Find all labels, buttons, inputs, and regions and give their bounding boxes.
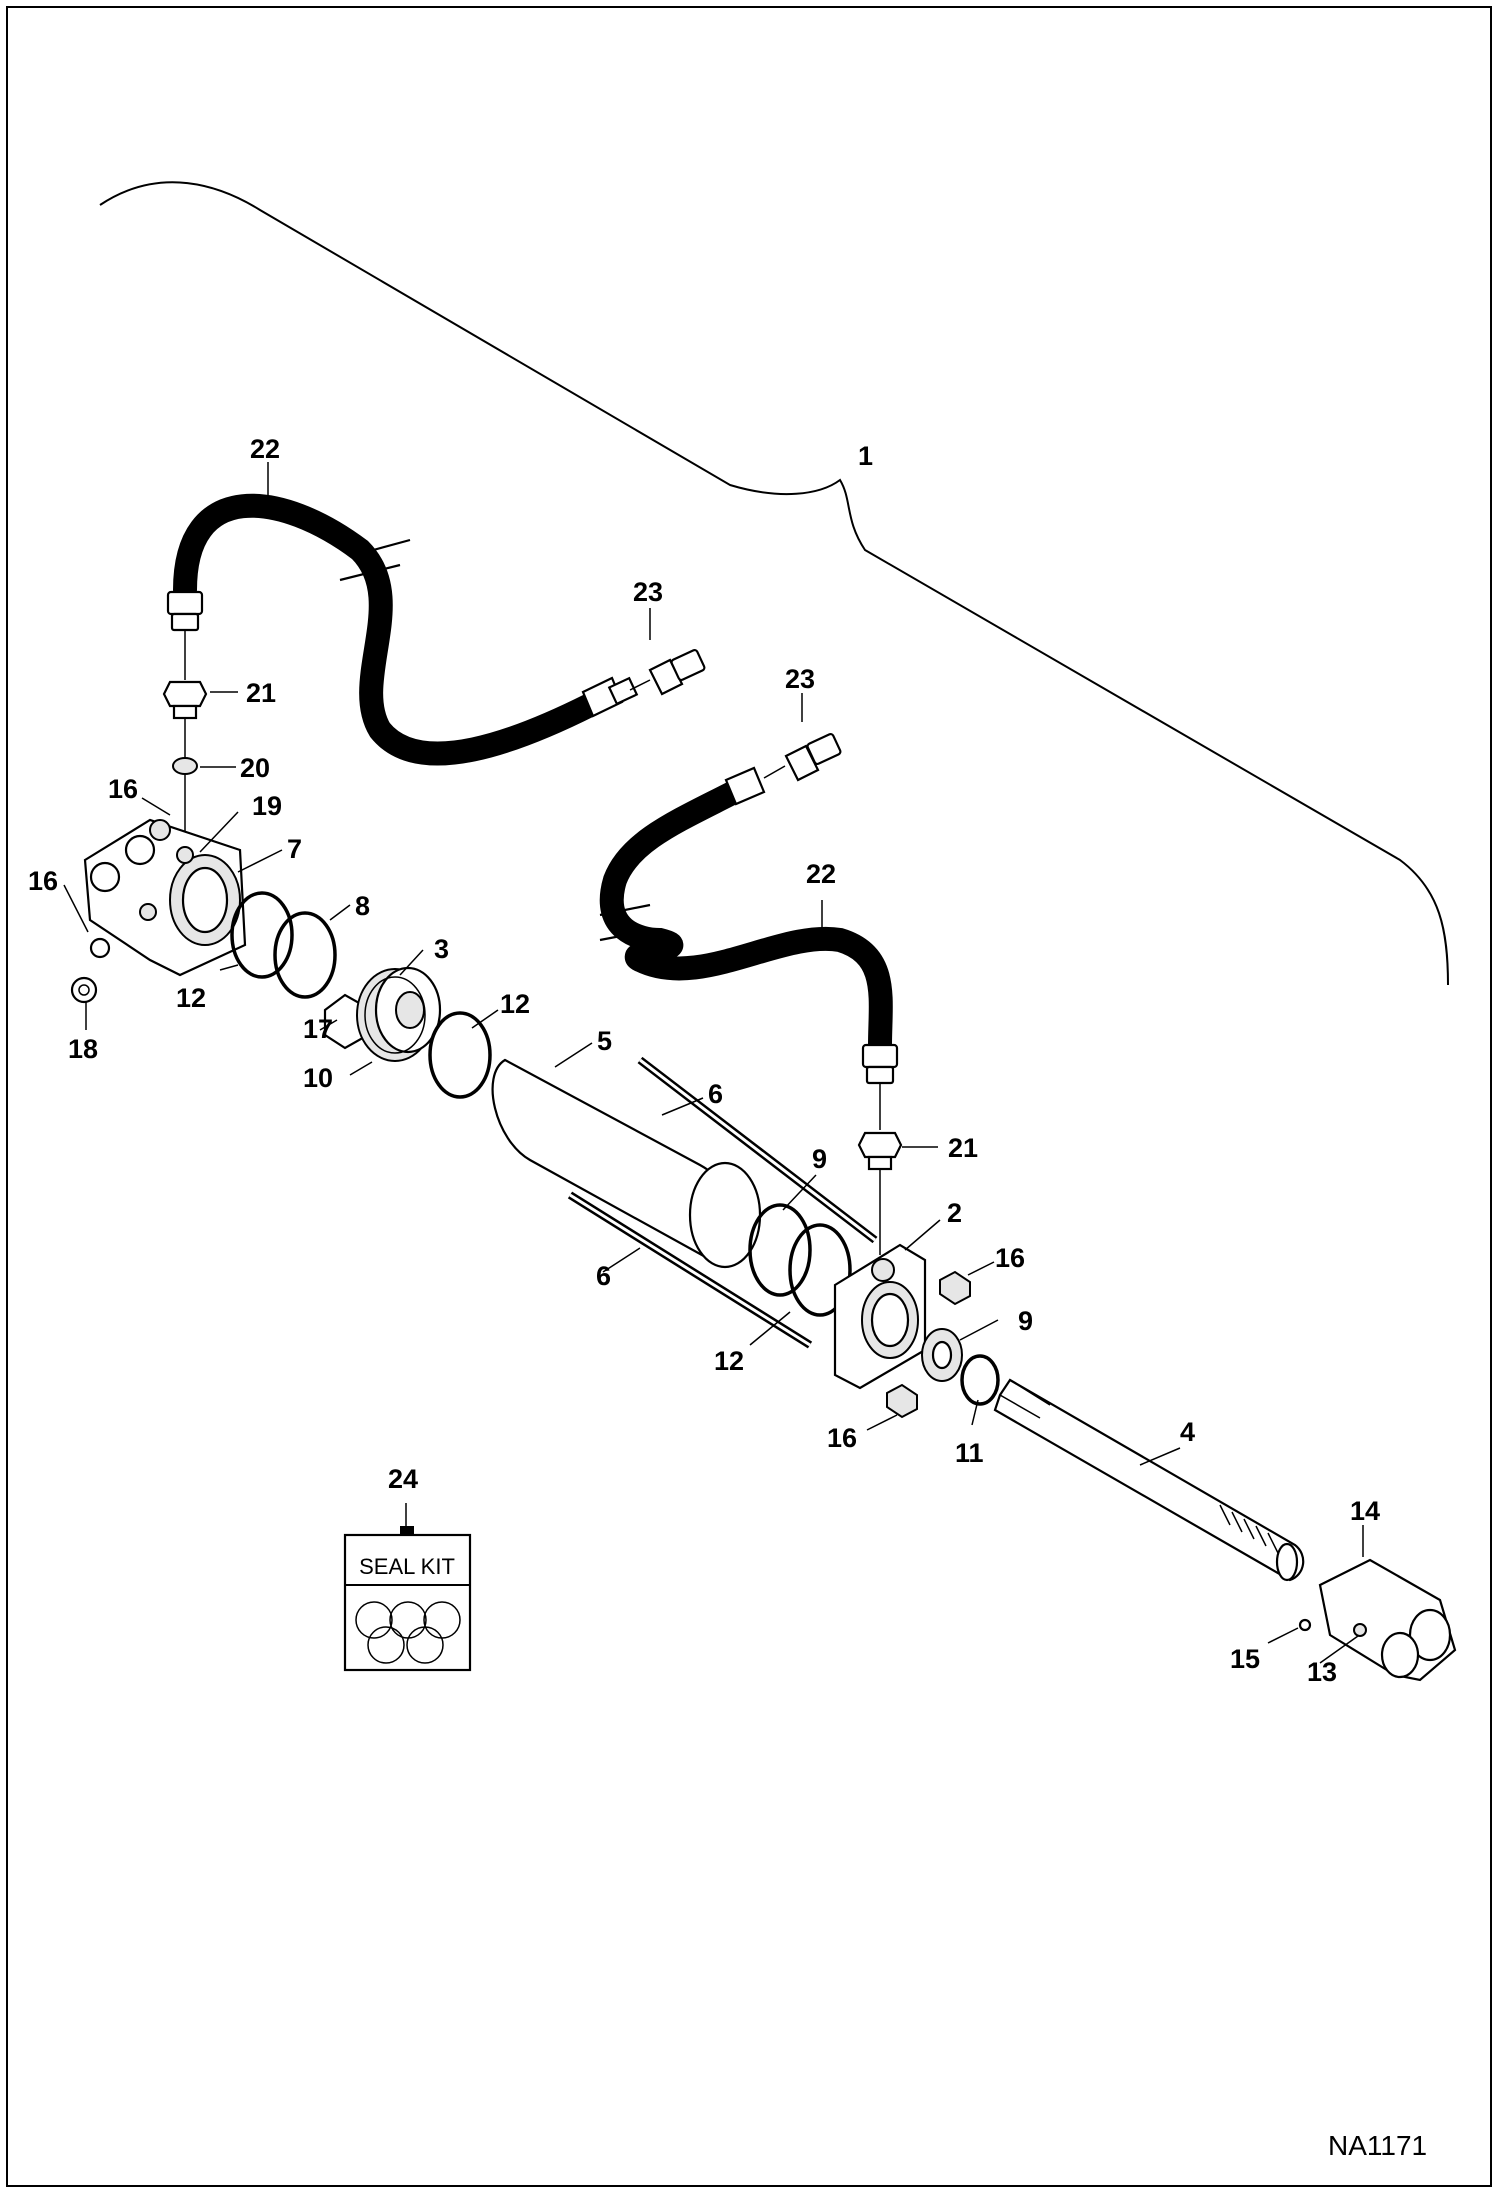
grease-fitting-15 xyxy=(1298,1618,1312,1632)
nut-16-upper-right xyxy=(939,1270,971,1306)
assembly-brace xyxy=(99,181,1449,986)
callout-15: 15 xyxy=(1230,1644,1260,1674)
callout-9: 9 xyxy=(812,1144,827,1174)
callout-4: 4 xyxy=(1180,1417,1195,1447)
callout-16: 16 xyxy=(108,774,138,804)
tie-rod-6-upper xyxy=(637,1056,878,1244)
o-ring-12-left xyxy=(230,891,294,979)
callout-12: 12 xyxy=(714,1346,744,1376)
fitting-18 xyxy=(70,976,98,1004)
callout-12: 12 xyxy=(500,989,530,1019)
callout-9: 9 xyxy=(1018,1306,1033,1336)
fitting-21-upper xyxy=(162,630,208,840)
callout-20: 20 xyxy=(240,753,270,783)
drawing-frame xyxy=(6,6,1492,2187)
seal-kit-box: SEAL KIT xyxy=(343,1526,472,1672)
callout-10: 10 xyxy=(303,1063,333,1093)
callout-labels: 1 22 23 23 21 20 16 19 7 16 8 3 18 12 17… xyxy=(28,434,1380,1687)
seal-20 xyxy=(172,757,198,775)
callout-17: 17 xyxy=(303,1014,333,1044)
o-ring-12-middle xyxy=(428,1011,492,1099)
hydraulic-hose-lower xyxy=(599,766,899,1085)
callout-6: 6 xyxy=(708,1079,723,1109)
callout-16: 16 xyxy=(827,1423,857,1453)
callout-16: 16 xyxy=(995,1243,1025,1273)
callout-22: 22 xyxy=(250,434,280,464)
callout-12: 12 xyxy=(176,983,206,1013)
callout-21: 21 xyxy=(948,1133,978,1163)
callout-23: 23 xyxy=(633,577,663,607)
callout-16: 16 xyxy=(28,866,58,896)
callout-24: 24 xyxy=(388,1464,418,1494)
drawing-code: NA1171 xyxy=(1328,2130,1427,2161)
callout-1: 1 xyxy=(858,441,873,471)
callout-19: 19 xyxy=(252,791,282,821)
ring-9-barrel xyxy=(748,1203,812,1297)
seal-kit-label: SEAL KIT xyxy=(359,1554,455,1579)
callout-11: 11 xyxy=(955,1438,984,1468)
rod-end-2 xyxy=(833,1243,927,1390)
leader-lines xyxy=(63,462,1364,1664)
fitting-13 xyxy=(1353,1623,1367,1637)
nut-16-lower-right xyxy=(886,1383,918,1419)
callout-21: 21 xyxy=(246,678,276,708)
piston-3 xyxy=(323,966,442,1062)
callout-3: 3 xyxy=(434,934,449,964)
callout-14: 14 xyxy=(1350,1496,1380,1526)
clevis-14 xyxy=(1298,1558,1457,1682)
callout-22: 22 xyxy=(806,859,836,889)
fitting-23-lower xyxy=(763,733,842,782)
rod-4 xyxy=(993,1378,1305,1582)
nut-16-left xyxy=(89,937,111,959)
rod-seal-11 xyxy=(960,1354,1000,1406)
o-ring-12-barrel xyxy=(788,1223,852,1317)
callout-7: 7 xyxy=(287,834,302,864)
nut-16-top xyxy=(149,819,171,841)
fitting-21-lower xyxy=(857,1083,903,1255)
hydraulic-hose-upper xyxy=(166,493,639,766)
callout-6: 6 xyxy=(596,1261,611,1291)
backup-ring-8 xyxy=(273,911,337,999)
barrel-5 xyxy=(491,1058,762,1269)
callout-2: 2 xyxy=(947,1198,962,1228)
fitting-23-upper xyxy=(629,649,706,696)
callout-23: 23 xyxy=(785,664,815,694)
callout-8: 8 xyxy=(355,891,370,921)
callout-18: 18 xyxy=(68,1034,98,1064)
callout-13: 13 xyxy=(1307,1657,1337,1687)
base-end-7 xyxy=(83,818,247,977)
callout-5: 5 xyxy=(597,1026,612,1056)
tie-rod-6-lower xyxy=(567,1191,813,1349)
